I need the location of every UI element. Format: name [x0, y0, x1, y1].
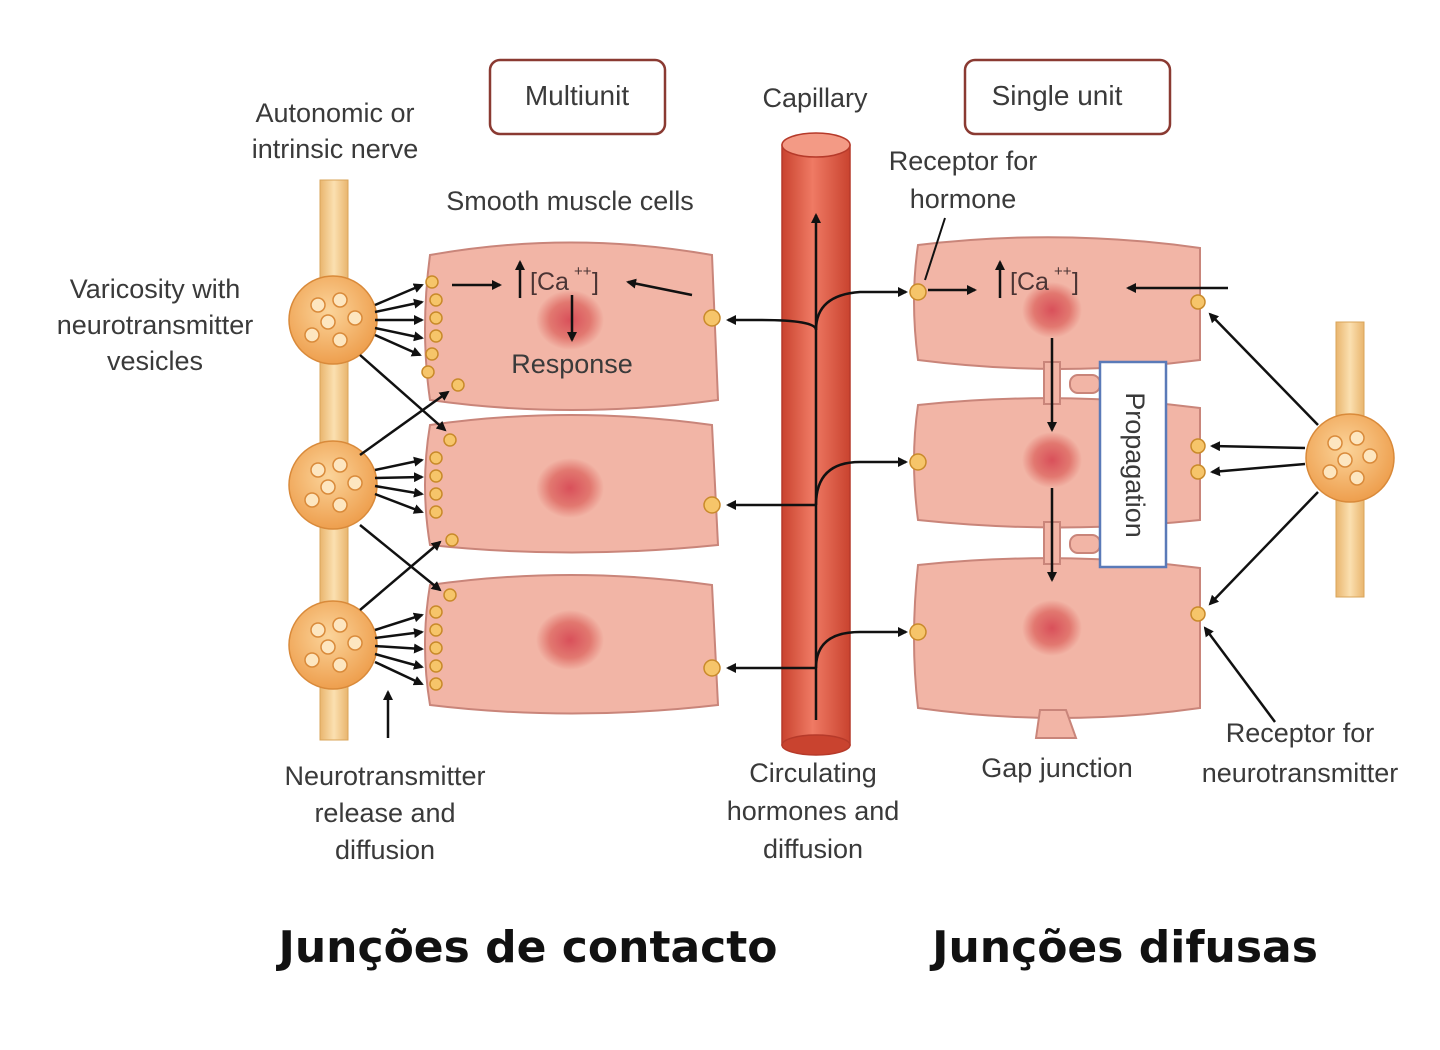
receptor-hormone-line1: Receptor for — [889, 146, 1038, 176]
varicosity-label-line1: Varicosity with — [70, 274, 241, 304]
svg-text:[Ca: [Ca — [1010, 268, 1049, 296]
nt-release-line3: diffusion — [335, 835, 435, 865]
nucleus — [536, 458, 604, 518]
nucleus — [1022, 600, 1082, 656]
receptor-nt-line2: neurotransmitter — [1202, 758, 1399, 788]
receptor-hormone-pointer — [924, 217, 946, 281]
caption-right: Junções difusas — [929, 922, 1318, 973]
right-cell-1 — [913, 236, 1201, 370]
circulating-line1: Circulating — [749, 758, 877, 788]
nerve-label-line2: intrinsic nerve — [252, 134, 419, 164]
nerve-label-line1: Autonomic or — [255, 98, 414, 128]
right-cell-3 — [913, 557, 1201, 719]
left-varicosity-3 — [288, 600, 378, 690]
capillary-label: Capillary — [762, 83, 868, 113]
svg-text:++: ++ — [574, 263, 592, 280]
svg-text:++: ++ — [1054, 263, 1072, 280]
receptor-hormone-line2: hormone — [910, 184, 1017, 214]
circulating-line2: hormones and — [727, 796, 900, 826]
right-varicosity — [1305, 413, 1395, 503]
nucleus — [536, 290, 604, 350]
varicosity-label-line3: vesicles — [107, 346, 203, 376]
response-label: Response — [511, 349, 633, 379]
propagation-arrows — [928, 260, 1228, 582]
multiunit-box — [488, 58, 667, 136]
left-varicosity-1 — [288, 275, 378, 365]
varicosity-label-line2: neurotransmitter — [57, 310, 254, 340]
capillary-arrows — [726, 213, 908, 720]
left-varicosity-2 — [288, 440, 378, 530]
svg-text:]: ] — [1072, 268, 1079, 296]
left-cell-2 — [424, 414, 720, 554]
propagation-box — [1098, 360, 1168, 569]
left-ca-arrows — [452, 260, 693, 342]
receptor-nt-line1: Receptor for — [1226, 718, 1375, 748]
nucleus — [1022, 432, 1082, 488]
left-cell-3 — [424, 574, 720, 715]
right-nt-arrows — [1203, 312, 1319, 723]
ca-label-left: [Ca ++ ] — [530, 263, 599, 296]
propagation-label: Propagation — [1120, 392, 1150, 538]
caption-left: Junções de contacto — [275, 922, 777, 973]
nt-release-line1: Neurotransmitter — [284, 761, 485, 791]
single-unit-box — [963, 58, 1172, 136]
circulating-line3: diffusion — [763, 834, 863, 864]
multiunit-label: Multiunit — [525, 80, 629, 111]
left-receptors — [421, 275, 721, 691]
smooth-muscle-label: Smooth muscle cells — [446, 186, 694, 216]
svg-text:[Ca: [Ca — [530, 268, 569, 296]
left-nt-arrows — [359, 283, 450, 738]
gap-junctions — [1034, 361, 1101, 739]
single-unit-label: Single unit — [992, 80, 1123, 111]
nucleus — [1022, 282, 1082, 338]
svg-text:]: ] — [592, 268, 599, 296]
gap-junction-label: Gap junction — [981, 753, 1133, 783]
ca-label-right: [Ca ++ ] — [1010, 263, 1079, 296]
nucleus — [536, 610, 604, 670]
right-receptors — [909, 283, 1206, 641]
nt-release-line2: release and — [314, 798, 455, 828]
